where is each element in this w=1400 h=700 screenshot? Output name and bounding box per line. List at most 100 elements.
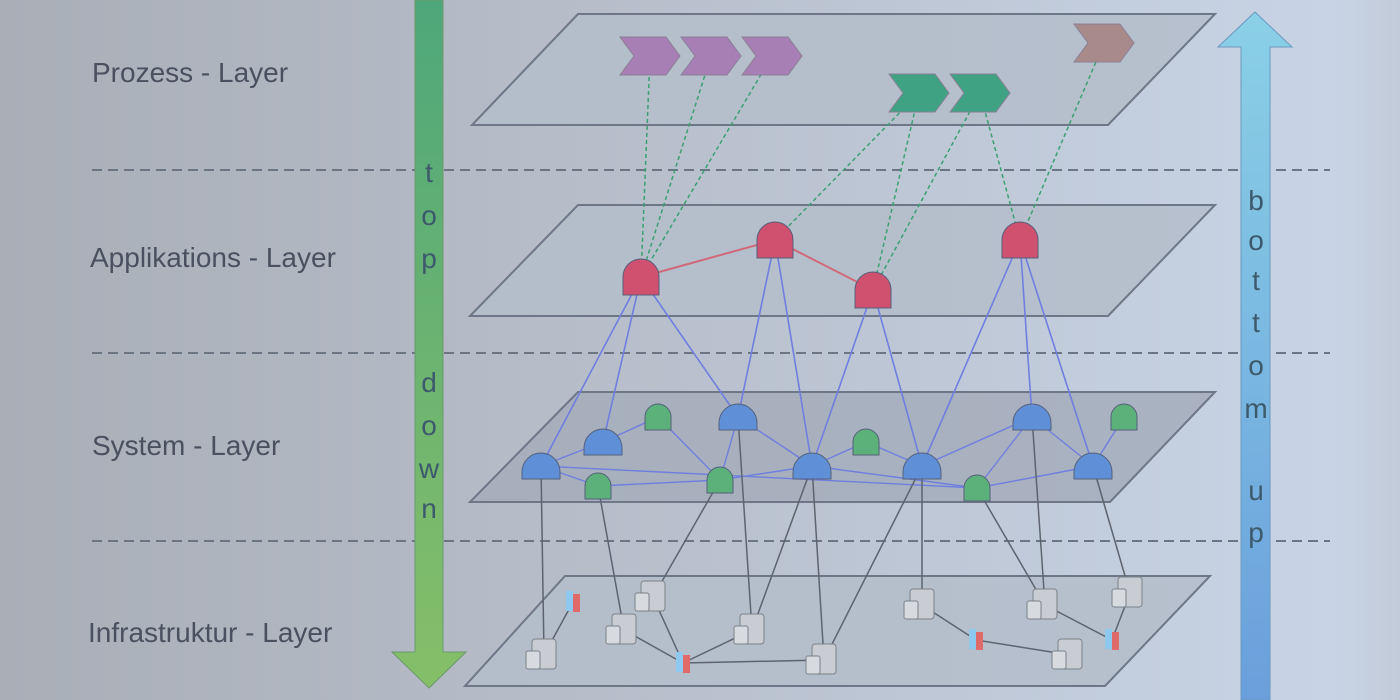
application-system-link — [811, 289, 874, 467]
system-link — [811, 465, 978, 489]
server-icon — [525, 638, 557, 670]
process-application-link — [872, 92, 920, 291]
server-unit — [605, 625, 621, 645]
server-unit — [1051, 650, 1067, 670]
bottom-up-letter: p — [1248, 517, 1264, 548]
application-link — [640, 239, 776, 278]
server-unit — [1026, 600, 1042, 620]
process-application-link — [640, 55, 651, 278]
process-application-link — [640, 55, 773, 278]
system-infrastructure-link — [652, 479, 721, 598]
system-infrastructure-link — [597, 485, 625, 631]
server-icon — [634, 580, 666, 612]
server-unit — [1111, 588, 1127, 608]
process-step-chevron — [949, 73, 1011, 113]
system-node — [902, 452, 942, 480]
system-service-node — [706, 466, 734, 494]
firewall-blue — [1105, 629, 1112, 649]
system-node — [583, 428, 623, 456]
system-service-node — [1110, 403, 1138, 431]
application-node — [756, 221, 794, 259]
system-infrastructure-link — [976, 487, 1046, 606]
system-node — [521, 452, 561, 480]
top-down-letter: o — [421, 200, 437, 231]
system-service-node — [852, 428, 880, 456]
firewall-red — [573, 594, 580, 612]
system-infrastructure-link — [751, 465, 813, 631]
application-node — [622, 258, 660, 296]
server-unit — [634, 592, 650, 612]
system-infrastructure-link — [823, 465, 923, 661]
system-node — [792, 452, 832, 480]
process-application-link — [1019, 42, 1105, 241]
system-infrastructure-link — [540, 465, 545, 656]
application-system-link — [872, 289, 923, 467]
firewall-blue — [969, 629, 976, 649]
firewall-red — [976, 632, 983, 650]
server-icon — [605, 613, 637, 645]
firewall-red — [1112, 632, 1119, 650]
bottom-up-letter: t — [1252, 265, 1260, 296]
application-system-link — [540, 276, 642, 467]
system-service-node — [584, 472, 612, 500]
label-system-layer: System - Layer — [92, 430, 280, 461]
process-application-link — [640, 55, 712, 278]
top-down-letter: t — [425, 157, 433, 188]
system-service-node — [644, 403, 672, 431]
process-step-chevron — [888, 73, 950, 113]
label-process-layer: Prozess - Layer — [92, 57, 288, 88]
process-application-link — [979, 92, 1021, 241]
top-down-letter: w — [418, 453, 440, 484]
layer-plane — [462, 575, 1213, 687]
top-down-letter: n — [421, 493, 437, 524]
top-down-letter: o — [421, 410, 437, 441]
application-system-link — [1019, 239, 1033, 418]
application-node — [1001, 221, 1039, 259]
firewall-icon — [1105, 629, 1119, 650]
firewall-icon — [566, 591, 580, 612]
process-step-chevron — [619, 36, 681, 76]
process-application-link — [872, 92, 981, 291]
system-infrastructure-link — [1031, 416, 1046, 606]
bottom-up-letter: t — [1252, 307, 1260, 338]
server-unit — [805, 655, 821, 675]
process-step-chevron — [680, 36, 742, 76]
system-link — [540, 465, 978, 489]
firewall-icon — [969, 629, 983, 650]
system-service-node — [963, 474, 991, 502]
layer-planes — [462, 13, 1218, 687]
application-system-link — [602, 276, 642, 443]
server-unit — [733, 625, 749, 645]
process-application-link — [774, 92, 920, 241]
firewall-blue — [676, 652, 683, 672]
application-system-link — [737, 239, 776, 418]
top-down-letter: p — [421, 243, 437, 274]
bottom-up-letter: u — [1248, 475, 1264, 506]
label-infrastructure-layer: Infrastruktur - Layer — [88, 617, 332, 648]
firewall-red — [683, 655, 690, 673]
bottom-up-letter: o — [1248, 350, 1264, 381]
server-icon — [1111, 576, 1143, 608]
system-link — [597, 479, 721, 487]
application-system-link — [921, 239, 1021, 467]
system-infrastructure-link — [737, 416, 753, 631]
label-application-layer: Applikations - Layer — [90, 242, 336, 273]
infrastructure-link — [682, 659, 825, 664]
layer-plane — [467, 391, 1218, 503]
process-step-chevron — [1073, 23, 1135, 63]
process-step-chevron — [741, 36, 803, 76]
server-icon — [1051, 638, 1083, 670]
server-icon — [1026, 588, 1058, 620]
system-infrastructure-link — [1092, 465, 1131, 594]
application-node — [854, 271, 892, 309]
nodes — [521, 23, 1143, 675]
firewall-blue — [566, 591, 573, 611]
system-infrastructure-link — [811, 465, 825, 661]
system-node — [718, 403, 758, 431]
application-system-link — [1019, 239, 1094, 467]
bottom-up-letter: b — [1248, 185, 1264, 216]
server-unit — [903, 600, 919, 620]
